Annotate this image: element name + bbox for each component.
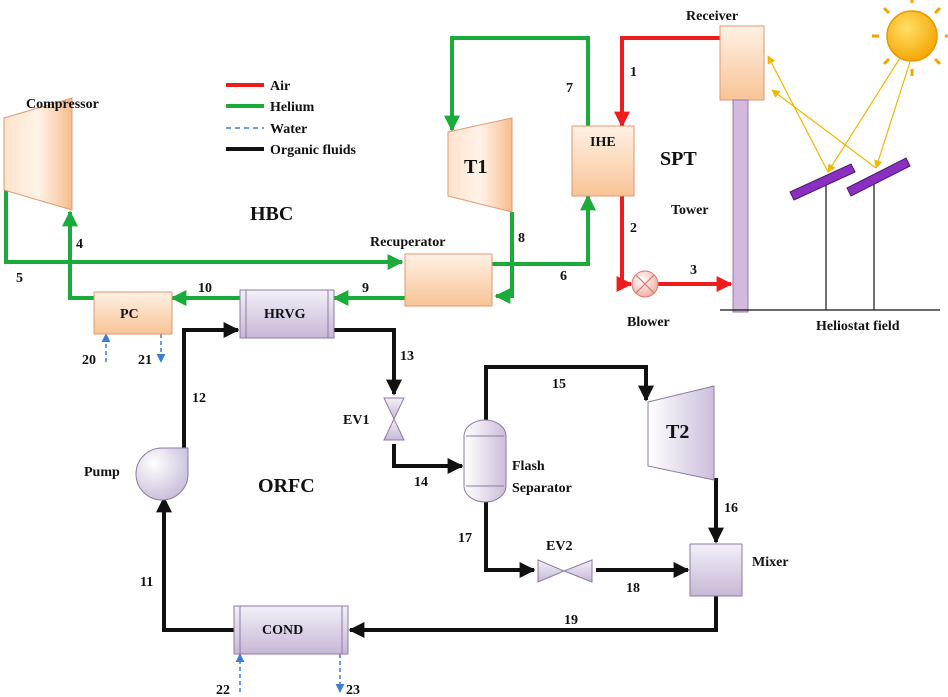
stream-4-line xyxy=(62,210,94,300)
valve-ev1-label: EV1 xyxy=(343,413,369,428)
cond-label: COND xyxy=(262,623,303,638)
stream-6-label: 6 xyxy=(560,269,567,284)
heliostat-label: Heliostat field xyxy=(816,319,900,334)
blower-label: Blower xyxy=(627,315,670,330)
stream-13-line xyxy=(334,328,402,396)
stream-numbers: 1 2 3 4 5 6 7 8 9 10 11 12 13 14 15 16 1… xyxy=(16,65,738,697)
mixer-box xyxy=(689,543,743,597)
receiver-label: Receiver xyxy=(686,9,738,24)
legend-organic-label: Organic fluids xyxy=(270,143,357,158)
stream-9-label: 9 xyxy=(362,281,369,296)
air-lines xyxy=(614,36,733,292)
section-spt: SPT xyxy=(660,148,697,170)
pump-icon xyxy=(135,447,189,501)
stream-10-label: 10 xyxy=(198,281,212,296)
stream-4-label: 4 xyxy=(76,237,83,252)
section-hbc: HBC xyxy=(250,203,293,225)
valve-ev2 xyxy=(537,559,593,583)
stream-13-label: 13 xyxy=(400,349,414,364)
flash-separator-label-2: Separator xyxy=(512,481,572,496)
stream-3-label: 3 xyxy=(690,263,697,278)
stream-15-label: 15 xyxy=(552,377,566,392)
stream-21-label: 21 xyxy=(138,353,152,368)
stream-11-line xyxy=(156,496,234,632)
flash-separator-label-1: Flash xyxy=(512,459,545,474)
flash-separator xyxy=(463,419,507,503)
legend-helium-label: Helium xyxy=(270,100,315,115)
stream-12-line xyxy=(182,322,240,452)
stream-1-label: 1 xyxy=(630,65,637,80)
ihe-box xyxy=(571,125,635,197)
stream-20-label: 20 xyxy=(82,353,96,368)
stream-8-line xyxy=(494,212,514,304)
stream-2-label: 2 xyxy=(630,221,637,236)
stream-19-label: 19 xyxy=(564,613,578,628)
blower-icon xyxy=(631,270,659,298)
stream-15-line xyxy=(484,365,654,420)
legend-air-label: Air xyxy=(270,79,290,94)
recuperator-box xyxy=(404,253,493,307)
mixer-label: Mixer xyxy=(752,555,789,570)
stream-7-line xyxy=(444,36,590,132)
cond-box xyxy=(233,605,349,655)
stream-14-label: 14 xyxy=(414,475,428,490)
stream-17-line xyxy=(484,502,536,578)
section-orfc: ORFC xyxy=(258,475,315,497)
ihe-label: IHE xyxy=(590,135,616,150)
legend: Air Helium Water Organic fluids xyxy=(226,79,357,158)
tower xyxy=(732,99,749,313)
compressor-label: Compressor xyxy=(26,97,99,112)
water-lines xyxy=(101,333,345,693)
stream-5-line xyxy=(4,190,404,270)
helium-lines xyxy=(4,36,596,306)
compressor xyxy=(3,97,73,211)
stream-2-line xyxy=(616,196,633,292)
sun-icon xyxy=(872,0,948,76)
pump-label: Pump xyxy=(84,465,120,480)
turbine-t2 xyxy=(647,385,715,481)
legend-water-label: Water xyxy=(270,122,307,137)
stream-19-line xyxy=(348,596,718,638)
recuperator-label: Recuperator xyxy=(370,235,445,250)
stream-18-label: 18 xyxy=(626,581,640,596)
stream-7-label: 7 xyxy=(566,81,573,96)
stream-11-label: 11 xyxy=(140,575,153,590)
heliostat-mirror-2 xyxy=(846,157,911,197)
turbine-t1 xyxy=(447,117,513,213)
pc-label: PC xyxy=(120,307,139,322)
heliostat-field xyxy=(720,157,940,311)
stream-17-label: 17 xyxy=(458,531,472,546)
stream-14-line xyxy=(392,444,464,474)
hrvg-label: HRVG xyxy=(264,307,306,322)
stream-8-label: 8 xyxy=(518,231,525,246)
pc-box xyxy=(93,291,173,335)
sunlight-rays xyxy=(767,55,911,173)
stream-22-label: 22 xyxy=(216,683,230,697)
turbine-t1-label: T1 xyxy=(464,156,487,178)
heliostat-mirror-1 xyxy=(789,163,856,201)
stream-16-label: 16 xyxy=(724,501,738,516)
stream-1-line xyxy=(614,36,720,128)
valve-ev1 xyxy=(383,397,405,441)
tower-label: Tower xyxy=(671,203,709,218)
hrvg-box xyxy=(239,289,335,339)
stream-5-label: 5 xyxy=(16,271,23,286)
stream-12-label: 12 xyxy=(192,391,206,406)
organic-lines xyxy=(156,322,724,638)
stream-6-line xyxy=(492,194,596,266)
turbine-t2-label: T2 xyxy=(666,421,689,443)
valve-ev2-label: EV2 xyxy=(546,539,572,554)
stream-23-label: 23 xyxy=(346,683,360,697)
receiver-box xyxy=(719,25,765,101)
